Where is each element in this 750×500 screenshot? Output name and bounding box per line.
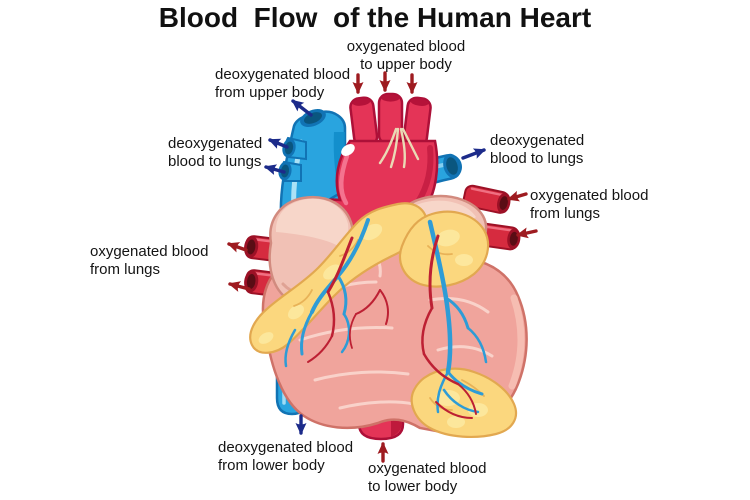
label-line: to upper body bbox=[360, 56, 452, 74]
arrow-left-oxygenated-from-lungs-left-1 bbox=[227, 242, 248, 253]
label-line: to lower body bbox=[368, 478, 458, 496]
svc-branch-stub bbox=[282, 136, 307, 161]
page-title: Blood Flow of the Human Heart bbox=[158, 2, 592, 33]
label-line: oxygenated blood bbox=[368, 460, 487, 477]
label-deoxygenated-from-lower-body: deoxygenated blood from lower body bbox=[218, 439, 353, 476]
label-deoxygenated-to-lungs-left: deoxygenated blood to lungs bbox=[168, 135, 262, 172]
label-oxygenated-to-lower-body: oxygenated blood to lower body bbox=[368, 460, 486, 497]
label-line: from lungs bbox=[90, 261, 161, 279]
label-line: deoxygenated blood bbox=[218, 439, 354, 456]
arrow-left-oxygenated-from-lungs-right-1 bbox=[507, 190, 528, 202]
arrow-left-oxygenated-from-lungs-left-2 bbox=[228, 281, 251, 292]
label-line: from upper body bbox=[215, 84, 325, 102]
label-line: deoxygenated blood bbox=[215, 66, 351, 83]
label-line: blood to lungs bbox=[168, 153, 262, 171]
flow-arrows bbox=[227, 71, 538, 463]
label-deoxygenated-from-upper-body: deoxygenated blood from upper body bbox=[215, 66, 350, 103]
label-line: from lungs bbox=[530, 205, 601, 223]
aorta-branch bbox=[377, 92, 404, 146]
label-line: oxygenated blood bbox=[530, 187, 649, 204]
aorta-branch bbox=[402, 96, 432, 148]
arrow-upleft-deoxygenated-from-upper bbox=[291, 99, 313, 117]
arrow-right-deoxygenated-to-lungs bbox=[461, 148, 486, 160]
label-line: deoxygenated bbox=[168, 135, 263, 152]
arrow-left-deoxygenated-to-lungs-2 bbox=[264, 164, 286, 175]
coronary-vessels bbox=[284, 218, 488, 419]
arrow-left-deoxygenated-to-lungs-1 bbox=[268, 138, 289, 149]
label-line: blood to lungs bbox=[490, 150, 584, 168]
label-oxygenated-from-lungs-right: oxygenated blood from lungs bbox=[530, 187, 648, 224]
label-deoxygenated-to-lungs-right: deoxygenated blood to lungs bbox=[490, 132, 584, 169]
label-line: deoxygenated bbox=[490, 132, 585, 149]
label-line: oxygenated blood bbox=[90, 243, 209, 260]
aorta-branch bbox=[349, 96, 379, 148]
arrow-left-oxygenated-from-lungs-right-2 bbox=[516, 227, 538, 239]
ligament-threads bbox=[378, 127, 420, 169]
label-line: from lower body bbox=[218, 457, 325, 475]
label-line: oxygenated blood bbox=[346, 38, 466, 55]
label-oxygenated-to-upper-body: oxygenated blood to upper body bbox=[341, 38, 471, 75]
label-oxygenated-from-lungs-left: oxygenated blood from lungs bbox=[90, 243, 208, 280]
